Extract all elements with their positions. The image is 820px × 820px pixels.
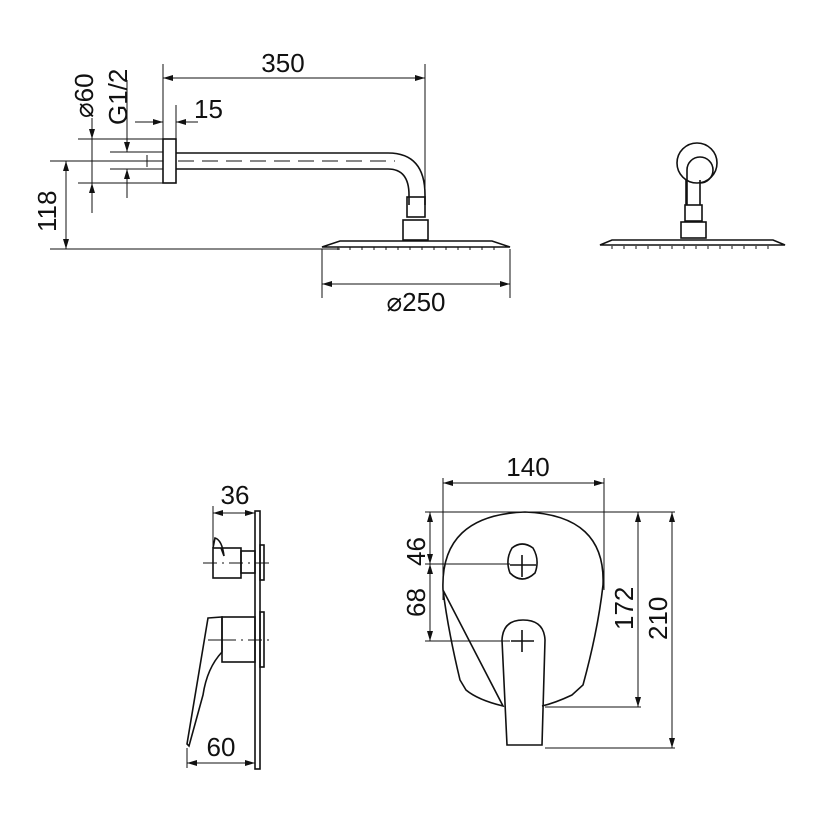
dim-plate-width: 140 bbox=[506, 452, 549, 482]
dim-upper-offset: 46 bbox=[401, 537, 431, 566]
lever-side bbox=[186, 616, 223, 748]
shower-arm-side-view: 350 15 ⌀60 G1/2 118 ⌀250 bbox=[32, 48, 511, 317]
shower-front-view bbox=[599, 142, 786, 249]
escutcheon-plate bbox=[442, 511, 604, 708]
dim-plate-height: 172 bbox=[609, 587, 639, 630]
shower-head bbox=[321, 240, 511, 248]
dim-head-diameter: ⌀250 bbox=[386, 287, 445, 317]
wall-flange bbox=[162, 138, 177, 184]
mixer-front-view: 140 46 68 172 210 bbox=[401, 452, 675, 749]
dim-lever-depth: 60 bbox=[207, 732, 236, 762]
swivel-joint bbox=[406, 196, 426, 218]
dim-drop-height: 118 bbox=[32, 191, 62, 232]
mixer-side-view: 36 60 bbox=[186, 480, 274, 770]
diverter-knob bbox=[507, 543, 538, 580]
mixer-lever bbox=[501, 619, 546, 746]
dim-arm-length: 350 bbox=[261, 48, 304, 78]
dim-flange-depth: 15 bbox=[194, 94, 223, 124]
dim-thread: G1/2 bbox=[103, 69, 133, 125]
dim-mixer-depth: 36 bbox=[221, 480, 250, 510]
dim-knob-spacing: 68 bbox=[401, 588, 431, 617]
dim-flange-diameter: ⌀60 bbox=[69, 73, 99, 118]
dim-total-height: 210 bbox=[643, 597, 673, 640]
